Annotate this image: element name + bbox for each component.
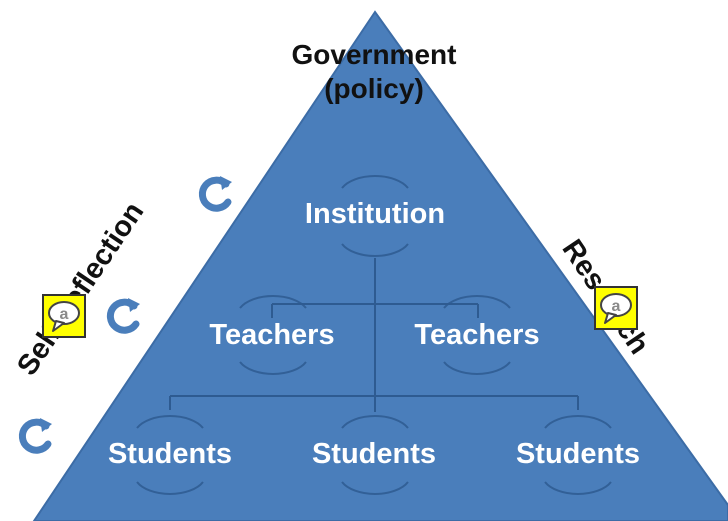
pyramid-triangle [32,10,728,521]
comment-balloon-icon: a [594,286,638,330]
apex-line-1: Government [291,39,457,70]
government-label: Government (policy) [224,38,524,106]
teachers-right-label: Teachers [414,319,540,351]
node-arcs [136,175,612,495]
svg-text:a: a [60,306,69,323]
teachers-left-label: Teachers [209,319,335,351]
institution-label: Institution [304,198,446,230]
students-left-label: Students [107,438,233,470]
cycle-arrow-icon [198,176,232,212]
students-center-label: Students [311,438,437,470]
cycle-arrow-icon [18,418,52,454]
svg-text:a: a [612,298,621,315]
apex-line-2: (policy) [324,73,424,104]
hierarchy-connectors [169,258,579,412]
cycle-arrow-icon [106,298,140,334]
comment-balloon-icon: a [42,294,86,338]
students-right-label: Students [515,438,641,470]
